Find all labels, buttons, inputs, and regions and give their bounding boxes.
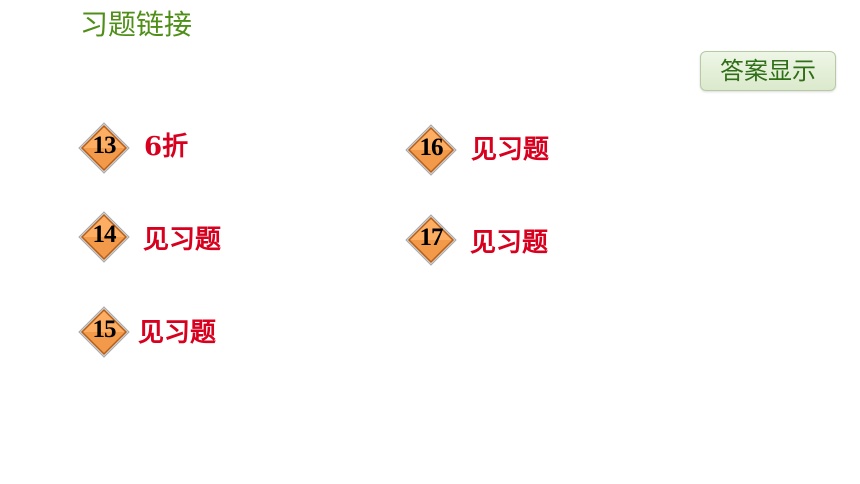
- diamond-icon: [78, 211, 130, 263]
- exercise-badge-14[interactable]: 14: [77, 210, 131, 264]
- diamond-icon: [405, 214, 457, 266]
- exercise-number: 14: [92, 221, 117, 248]
- page-title: 习题链接: [80, 8, 193, 41]
- exercise-badge-17[interactable]: 17: [404, 213, 458, 267]
- exercise-badge-15[interactable]: 15: [77, 305, 131, 359]
- exercise-answer-13[interactable]: 6折: [144, 132, 189, 162]
- exercise-answer-16[interactable]: 见习题: [471, 135, 550, 165]
- exercise-item-17: 17 见习题: [404, 213, 564, 267]
- exercise-badge-13[interactable]: 13: [77, 121, 131, 175]
- exercise-item-14: 14 见习题: [77, 210, 237, 264]
- exercise-item-16: 16 见习题: [404, 123, 564, 177]
- exercise-item-15: 15 见习题: [77, 305, 237, 359]
- diamond-icon: [78, 306, 130, 358]
- exercise-number: 17: [419, 224, 444, 251]
- diamond-icon: [78, 122, 130, 174]
- show-answer-button[interactable]: 答案显示: [700, 51, 836, 91]
- exercise-number: 15: [92, 316, 117, 343]
- exercise-answer-15[interactable]: 见习题: [138, 318, 217, 348]
- exercise-number: 16: [419, 134, 444, 161]
- exercise-answer-14[interactable]: 见习题: [143, 225, 222, 255]
- exercise-badge-16[interactable]: 16: [404, 123, 458, 177]
- exercise-answer-17[interactable]: 见习题: [470, 228, 549, 258]
- exercise-number: 13: [92, 132, 117, 159]
- exercise-item-13: 13 6折: [77, 121, 217, 175]
- diamond-icon: [405, 124, 457, 176]
